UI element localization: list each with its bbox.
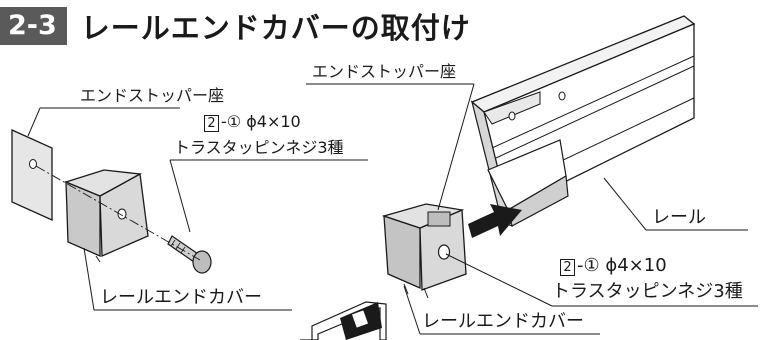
ref-box-left: 2 bbox=[204, 115, 219, 132]
insert-arrow-icon bbox=[468, 204, 522, 238]
section-heading: 2-3 レールエンドカバーの取付け bbox=[0, 6, 471, 46]
label-end-stopper-seat-left: エンドストッパー座 bbox=[80, 86, 225, 105]
section-number: 2-3 bbox=[0, 7, 67, 45]
cropped-inset-graphic bbox=[300, 301, 387, 340]
ref-box-right: 2 bbox=[560, 259, 575, 276]
rail-end-cover-left bbox=[64, 169, 149, 263]
label-screw-name-right: トラスタッピンネジ3種 bbox=[552, 281, 743, 302]
ref-spec-right: -① ϕ4×10 bbox=[577, 255, 667, 276]
label-screw-name-left: トラスタッピンネジ3種 bbox=[174, 138, 344, 157]
rail-end-cover-right bbox=[381, 203, 467, 299]
label-rail: レール bbox=[652, 207, 706, 228]
label-end-cover-right: レールエンドカバー bbox=[422, 311, 584, 332]
section-title: レールエンドカバーの取付け bbox=[80, 11, 471, 45]
label-end-cover-left: レールエンドカバー bbox=[100, 287, 262, 308]
label-screw-spec-right: 2-① ϕ4×10 bbox=[560, 256, 667, 276]
ref-spec-left: -① ϕ4×10 bbox=[221, 112, 301, 131]
end-stopper-seat-left bbox=[11, 128, 53, 222]
rail bbox=[470, 15, 696, 227]
label-screw-spec-left: 2-① ϕ4×10 bbox=[204, 112, 301, 132]
label-end-stopper-seat-right: エンドストッパー座 bbox=[312, 62, 457, 81]
tapping-screw-left bbox=[167, 235, 212, 274]
